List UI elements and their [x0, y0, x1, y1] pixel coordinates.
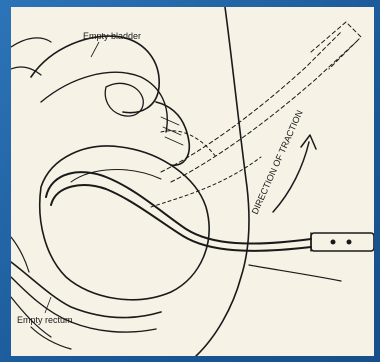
anatomical-illustration: Empty bladder Empty rectum DIRECTION OF … — [11, 7, 374, 356]
label-empty-rectum: Empty rectum — [17, 315, 73, 325]
label-direction-of-traction: DIRECTION OF TRACTION — [250, 109, 305, 216]
abdominal-wall — [196, 7, 249, 356]
instrument-handle — [311, 233, 374, 251]
illustration-panel: Empty bladder Empty rectum DIRECTION OF … — [11, 7, 374, 356]
traction-path-dashed — [161, 32, 341, 172]
pelvic-mass — [40, 146, 209, 300]
label-empty-bladder: Empty bladder — [83, 31, 141, 41]
pubic-bone — [156, 102, 189, 165]
skin-line — [249, 265, 341, 281]
